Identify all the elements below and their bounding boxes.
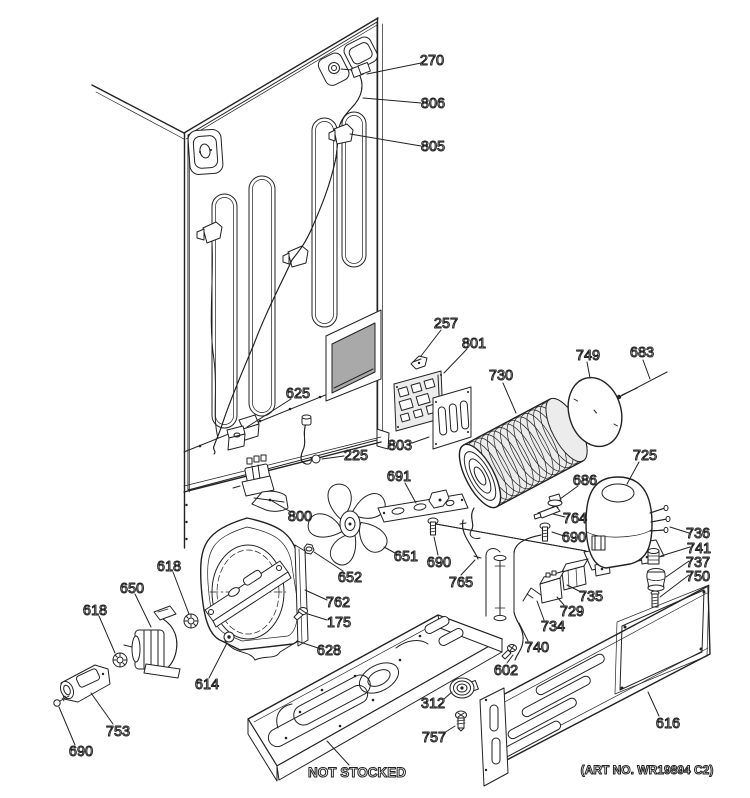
callout-labels: 270 806 805 257 801 730 749 683 625 803 … (68, 53, 714, 781)
bolt-690-right (539, 522, 551, 542)
callout-652: 652 (338, 570, 362, 586)
callout-764: 764 (563, 511, 587, 527)
screw-175 (293, 607, 308, 621)
callout-734: 734 (541, 619, 565, 635)
callout-736: 736 (686, 526, 710, 542)
compressor-tubes-736 (649, 504, 671, 534)
callout-650: 650 (120, 581, 144, 597)
washer-614 (223, 631, 235, 643)
callout-690-bracket: 690 (427, 555, 451, 571)
shroud-bracket-762 (294, 544, 309, 647)
embossed-slots (211, 111, 367, 429)
fan-nut-652 (303, 543, 315, 555)
condenser-coil-730 (458, 397, 588, 539)
rear-access-panel-616 (479, 584, 711, 787)
callout-270: 270 (420, 53, 444, 69)
callout-749: 749 (576, 348, 600, 364)
callout-618-left: 618 (83, 603, 107, 619)
callout-765: 765 (449, 575, 473, 591)
capacitor-729 (539, 570, 565, 604)
callout-625: 625 (286, 386, 310, 402)
callout-800: 800 (288, 509, 312, 525)
grommet-741 (647, 548, 660, 565)
clip-257 (410, 355, 428, 370)
stud-750 (650, 590, 660, 608)
callout-741: 741 (687, 541, 711, 557)
callout-729: 729 (560, 604, 584, 620)
water-valve-800 (232, 454, 289, 512)
roller-312 (449, 677, 479, 699)
callout-618-right: 618 (157, 559, 181, 575)
callout-750: 750 (686, 569, 710, 585)
wire-734 (522, 587, 542, 602)
grommet-cup-737 (646, 568, 666, 592)
compressor-725 (583, 476, 665, 577)
bracket-625 (226, 414, 260, 451)
callout-805: 805 (421, 139, 445, 155)
callout-690-right: 690 (562, 530, 586, 546)
defrost-wire (210, 242, 219, 439)
fan-shroud-628 (199, 517, 307, 661)
tube-fitting-270 (340, 62, 371, 78)
mount-bracket-691 (377, 489, 469, 523)
leader-lines (58, 62, 691, 766)
callout-690-screw: 690 (69, 744, 93, 760)
callout-651: 651 (394, 549, 418, 565)
screw-757 (455, 710, 467, 732)
callout-806: 806 (421, 96, 445, 112)
screw-690-bottom-left (53, 695, 70, 707)
callout-628: 628 (317, 643, 341, 659)
callout-257: 257 (434, 316, 458, 332)
tube-clip-middle (282, 245, 309, 268)
wire-clip-left (196, 221, 223, 244)
recessed-vent (325, 309, 382, 402)
condenser-fan-blade-651 (307, 483, 388, 566)
callout-762: 762 (326, 595, 350, 611)
drain-hose-225 (300, 414, 321, 465)
callout-602: 602 (494, 663, 518, 679)
not-stocked-label: NOT STOCKED (308, 765, 406, 780)
callout-737: 737 (686, 555, 710, 571)
duct-753 (59, 664, 111, 703)
callout-801: 801 (462, 336, 486, 352)
screw-602 (501, 644, 517, 660)
embossment-upper-right (317, 36, 378, 86)
cabinet-back-panel (91, 17, 390, 549)
callout-730: 730 (489, 368, 513, 384)
art-no-label: (ART NO. WR19894 C2) (581, 763, 714, 777)
grommet-618-right (183, 613, 199, 629)
callout-225: 225 (344, 448, 368, 464)
board-cover-803 (432, 386, 472, 450)
machine-compartment-pan (247, 614, 503, 782)
callout-725: 725 (633, 448, 657, 464)
callout-614: 614 (195, 677, 219, 693)
clamp-764 (533, 505, 561, 520)
callout-757: 757 (422, 730, 446, 746)
relay-735 (561, 558, 589, 591)
tube-clamp-805 (328, 123, 354, 145)
callout-683: 683 (630, 345, 654, 361)
fan-motor-650 (123, 605, 181, 679)
callout-740: 740 (525, 640, 549, 656)
callout-735: 735 (579, 589, 603, 605)
drier-assembly-740 (485, 534, 542, 661)
embossment-upper-left (187, 128, 224, 175)
callout-175: 175 (327, 615, 351, 631)
grommet-618-left (112, 652, 128, 668)
callout-686: 686 (573, 473, 597, 489)
callout-803: 803 (388, 438, 412, 454)
tube-765 (459, 519, 482, 560)
callout-753: 753 (106, 724, 130, 740)
bolt-690-under-bracket (427, 517, 439, 536)
orifice-disc-749 (567, 376, 623, 448)
callout-691: 691 (387, 469, 411, 485)
callout-616: 616 (656, 716, 680, 732)
callout-312: 312 (421, 696, 445, 712)
wire-683 (616, 371, 668, 400)
